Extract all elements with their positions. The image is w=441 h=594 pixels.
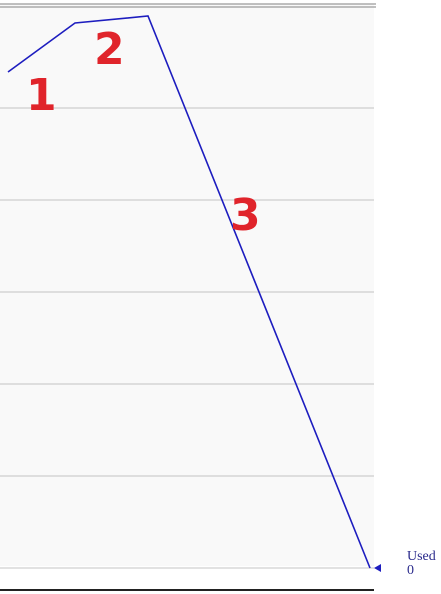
plot-area: [0, 4, 374, 566]
current-marker-value: 0: [407, 563, 414, 578]
annotation-label: 1: [26, 70, 56, 121]
current-value-marker-icon: [374, 564, 381, 572]
current-marker-label: Used: [407, 549, 436, 564]
annotation-label: 2: [94, 24, 124, 75]
usage-series-line: [7, 15, 371, 569]
annotation-label: 3: [230, 190, 260, 241]
